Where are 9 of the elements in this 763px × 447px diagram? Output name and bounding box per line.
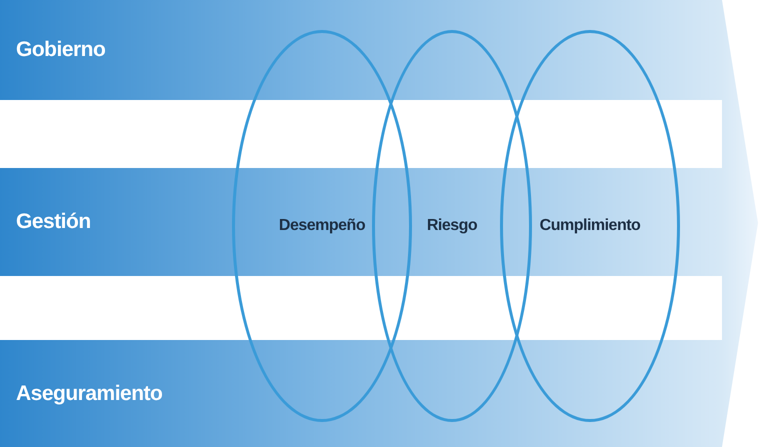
band-label: Gestión — [16, 210, 91, 234]
circle-label: Cumplimiento — [540, 217, 640, 235]
overlapping-circle — [232, 30, 412, 422]
circle-label: Desempeño — [278, 217, 366, 235]
band-label: Gobierno — [16, 38, 106, 62]
band-label: Aseguramiento — [16, 382, 162, 406]
overlapping-circle — [500, 30, 680, 422]
circle-label: Riesgo — [426, 217, 478, 235]
overlapping-circle — [372, 30, 532, 422]
